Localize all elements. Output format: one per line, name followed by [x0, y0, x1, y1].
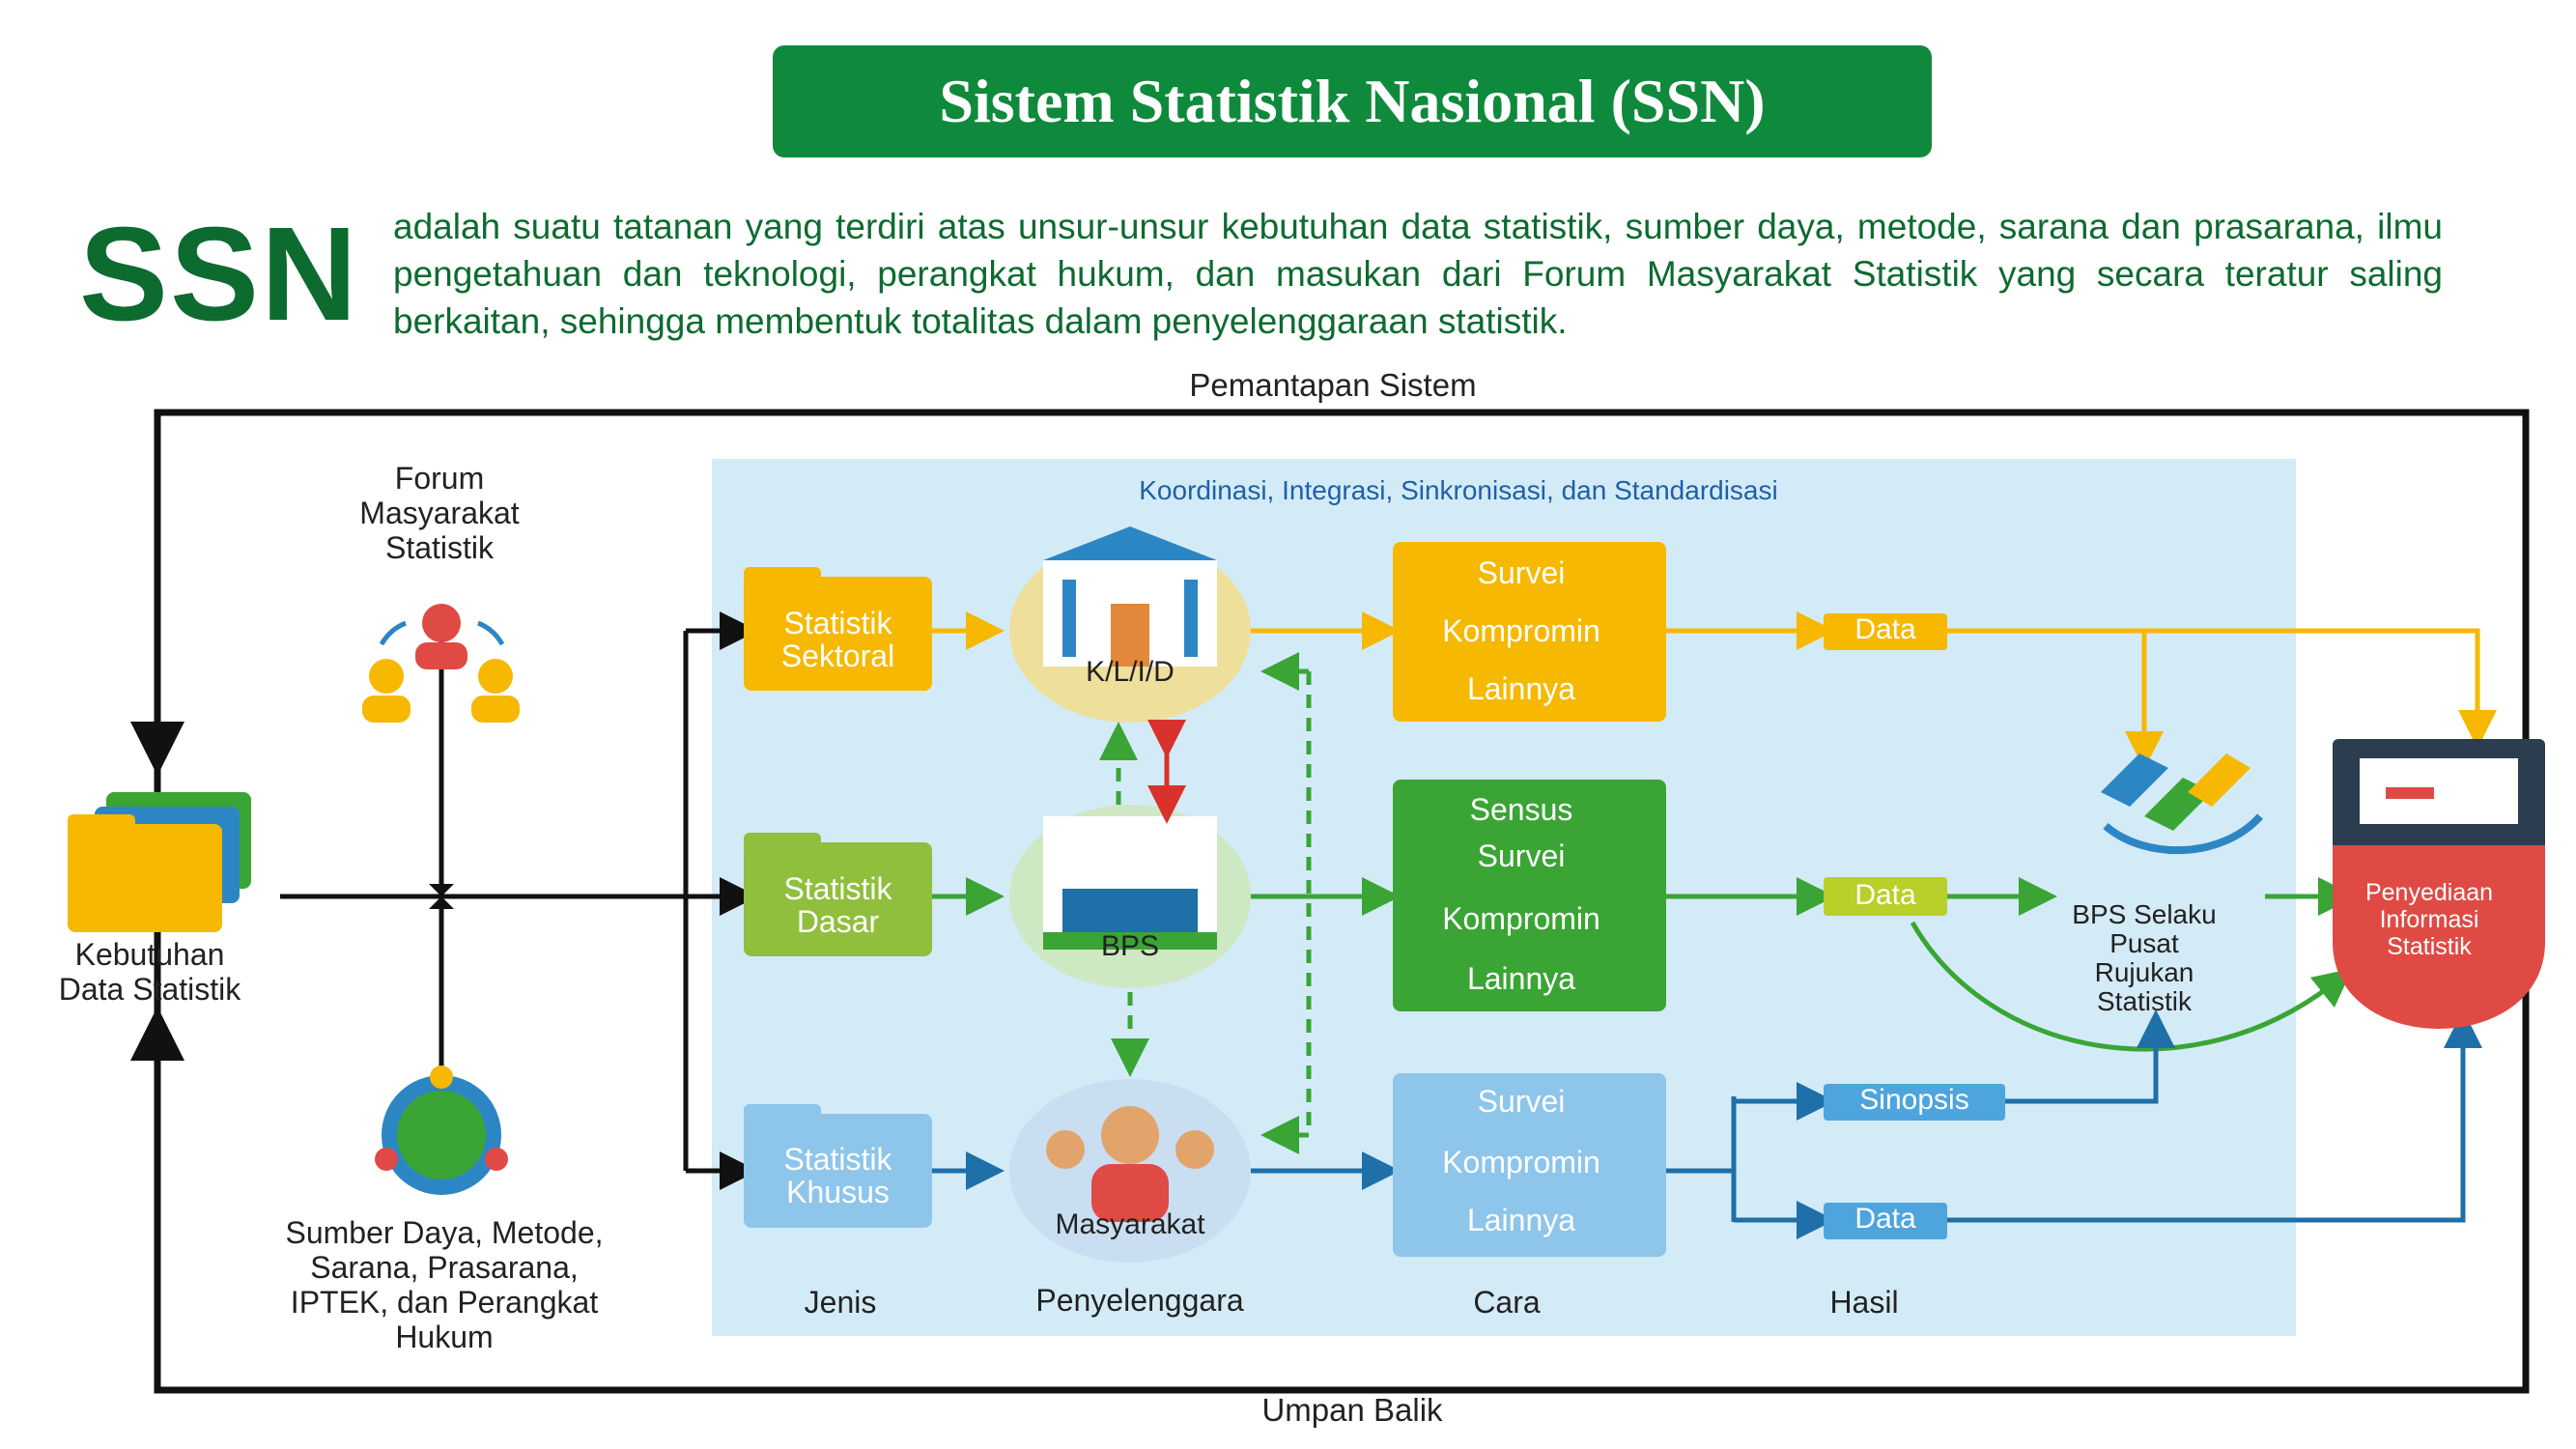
- column-penyelenggara: Penyelenggara: [1035, 1283, 1244, 1318]
- cara-dasar-lainnya: Lainnya: [1466, 961, 1576, 996]
- resources-globe-icon: [375, 1065, 508, 1195]
- hasil-sinopsis: [1824, 1084, 2005, 1121]
- cara-dasar-kompromin: Kompromin: [1442, 901, 1600, 936]
- column-hasil: Hasil: [1829, 1285, 1899, 1320]
- sumber-daya-label: Sumber Daya, Metode, Sarana, Prasarana, …: [285, 1215, 604, 1354]
- penyediaan-monitor-icon: [2333, 739, 2545, 1029]
- penyelenggara-masyarakat-label: Masyarakat: [1055, 1208, 1205, 1240]
- cara-khusus-survei: Survei: [1477, 1084, 1566, 1119]
- hasil-data-khusus: [1824, 1203, 1947, 1239]
- cara-sektoral-survei: Survei: [1477, 555, 1566, 590]
- cara-sektoral-kompromin: Kompromin: [1442, 613, 1600, 648]
- pemantapan-sistem-label: Pemantapan Sistem: [1189, 367, 1477, 403]
- cara-dasar-group: [1393, 780, 1666, 1011]
- cara-khusus-group: [1393, 1073, 1666, 1257]
- jenis-khusus-label: Statistik Khusus: [783, 1142, 892, 1209]
- hasil-sinopsis-label: Sinopsis: [1859, 1084, 1969, 1116]
- folder-khusus: [744, 1104, 932, 1228]
- jenis-sektoral-label: Statistik Sektoral: [780, 606, 895, 673]
- column-jenis: Jenis: [804, 1285, 877, 1320]
- title-banner: Sistem Statistik Nasional (SSN): [773, 45, 1932, 157]
- column-cara: Cara: [1473, 1285, 1541, 1320]
- cara-dasar-sensus: Sensus: [1469, 792, 1573, 827]
- koordinasi-label: Koordinasi, Integrasi, Sinkronisasi, dan…: [1139, 475, 1778, 505]
- umpan-balik-label: Umpan Balik: [1261, 1392, 1443, 1428]
- hasil-data-sektoral: [1824, 613, 1947, 650]
- penyelenggara-bps-label: BPS: [1100, 930, 1160, 962]
- cara-khusus-lainnya: Lainnya: [1466, 1203, 1576, 1237]
- hasil-data-dasar: [1824, 877, 1947, 916]
- ssn-diagram: [68, 409, 2545, 1394]
- hasil-data-khusus-label: Data: [1854, 1203, 1916, 1235]
- ssn-definition: adalah suatu tatanan yang terdiri atas u…: [393, 207, 2443, 341]
- bps-building-icon: [1009, 805, 1251, 988]
- cara-khusus-kompromin: Kompromin: [1442, 1145, 1600, 1179]
- forum-label: Forum Masyarakat Statistik: [359, 461, 520, 565]
- hasil-data-sektoral-label: Data: [1854, 613, 1916, 645]
- penyelenggara-kl-label: K/L/I/D: [1086, 656, 1175, 688]
- forum-people-icon: [362, 604, 520, 723]
- hasil-data-dasar-label: Data: [1854, 879, 1916, 911]
- folder-dasar: [744, 833, 932, 956]
- jenis-dasar-label: Statistik Dasar: [783, 871, 892, 939]
- folder-sektoral: [744, 567, 932, 691]
- kl-building-icon: [1009, 526, 1251, 723]
- masyarakat-people-icon: [1009, 1079, 1251, 1263]
- cara-dasar-survei: Survei: [1477, 838, 1566, 873]
- kebutuhan-folder-icon: [68, 792, 251, 932]
- penyediaan-label: Penyediaan Informasi Statistik: [2364, 879, 2494, 960]
- bps-logo-icon: [2101, 753, 2263, 854]
- kebutuhan-label: Kebutuhan Data Statistik: [58, 937, 241, 1007]
- bps-rujukan-label: BPS Selaku Pusat Rujukan Statistik: [2072, 899, 2217, 1016]
- cara-sektoral-lainnya: Lainnya: [1466, 671, 1576, 706]
- page-title: Sistem Statistik Nasional (SSN): [939, 67, 1766, 135]
- cara-sektoral-group: [1393, 542, 1666, 722]
- ssn-heading: SSN: [79, 200, 359, 349]
